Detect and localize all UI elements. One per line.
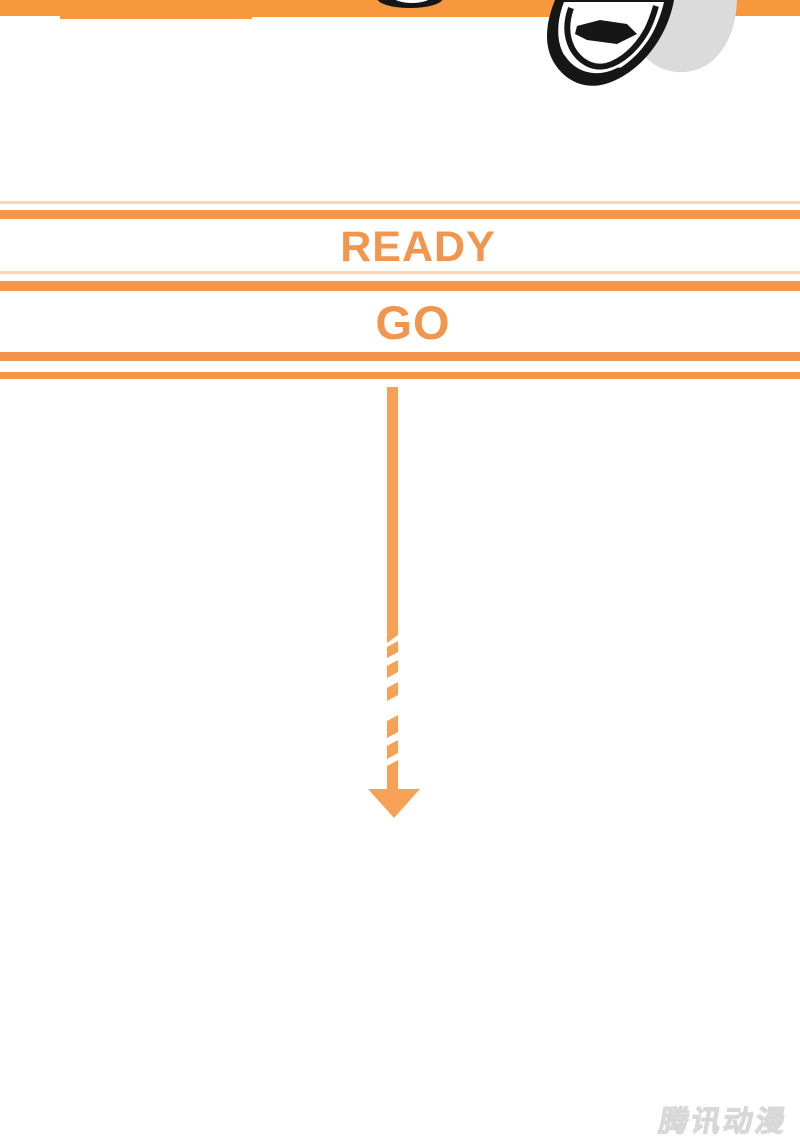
divider-thick-middle [0, 281, 800, 291]
arrow-stem [387, 387, 398, 643]
sneaker-icon [546, 0, 737, 86]
top-orange-bar-step2 [252, 0, 552, 17]
divider-thick-bottom2 [0, 372, 800, 379]
shoe-inner-line [564, 5, 659, 70]
divider-thick-top [0, 210, 800, 219]
top-orange-bar-step [60, 0, 252, 19]
divider-thin-top [0, 201, 800, 204]
arrow-dash [387, 682, 398, 701]
arrow-dash [387, 740, 398, 759]
arrow-dash [387, 641, 398, 658]
go-text: GO [375, 296, 451, 349]
arrow-dash [387, 660, 398, 678]
ready-text: READY [340, 223, 496, 271]
divider-thin-middle [0, 271, 800, 274]
shoe-tip-icon [377, 0, 443, 8]
arrow-head [368, 789, 420, 818]
arrow-dash [387, 715, 398, 738]
down-arrow-icon [368, 387, 420, 818]
platform-watermark: 腾讯动漫 [656, 1105, 791, 1138]
shoe-heel-blob [575, 20, 637, 44]
arrow-dash [387, 760, 398, 791]
shoe-sole-band [556, 53, 624, 83]
divider-thick-bottom1 [0, 352, 800, 361]
